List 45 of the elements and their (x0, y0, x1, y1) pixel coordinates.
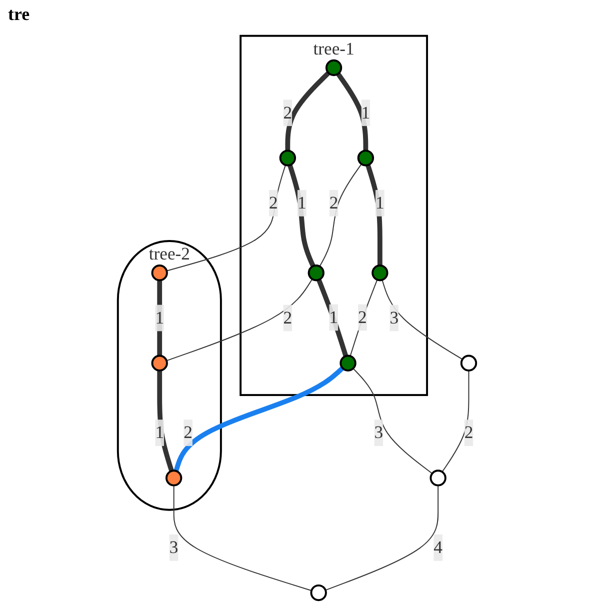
edge-label: 2 (358, 307, 367, 327)
edge-label: 1 (297, 192, 306, 212)
node-circle (340, 354, 356, 372)
connector (366, 164, 382, 266)
edge-label: 1 (361, 102, 370, 122)
connector (166, 278, 313, 362)
connector (157, 370, 174, 472)
edge-label: 2 (329, 192, 338, 212)
node-circle (151, 354, 168, 372)
connector (166, 164, 286, 272)
node-circle (279, 150, 296, 166)
connector (316, 278, 348, 357)
edge-label: 2 (184, 422, 192, 442)
edge-label: 3 (390, 308, 399, 328)
connector (352, 368, 433, 474)
connector (285, 71, 330, 151)
edge-label: 2 (283, 102, 292, 122)
node-circle (308, 264, 324, 282)
connector (336, 72, 368, 151)
node-circle (325, 59, 342, 76)
node-circle (460, 354, 478, 372)
connector (173, 484, 312, 592)
edge-label: 1 (329, 307, 338, 327)
edge-label: 1 (155, 308, 164, 328)
connector (350, 279, 378, 357)
node-circle (357, 150, 374, 166)
node-circle (310, 584, 327, 602)
node-circle (430, 470, 446, 486)
edge-label: 1 (376, 192, 384, 212)
edge-label: 3 (169, 537, 178, 557)
connector (319, 164, 362, 267)
heading-fragment: tre (8, 4, 30, 24)
edge-label: 3 (374, 422, 384, 442)
connector (382, 279, 463, 360)
edge-label: 1 (155, 422, 164, 442)
connector (324, 484, 439, 591)
node-circle (166, 470, 182, 486)
connector (288, 164, 316, 268)
connector (174, 366, 344, 472)
node-circle (372, 264, 388, 282)
edge-label: 2 (283, 308, 292, 328)
edge-label: 2 (269, 192, 278, 212)
edge-label: 4 (434, 537, 442, 557)
node-circle (151, 264, 168, 282)
edge-label: 2 (464, 422, 474, 442)
